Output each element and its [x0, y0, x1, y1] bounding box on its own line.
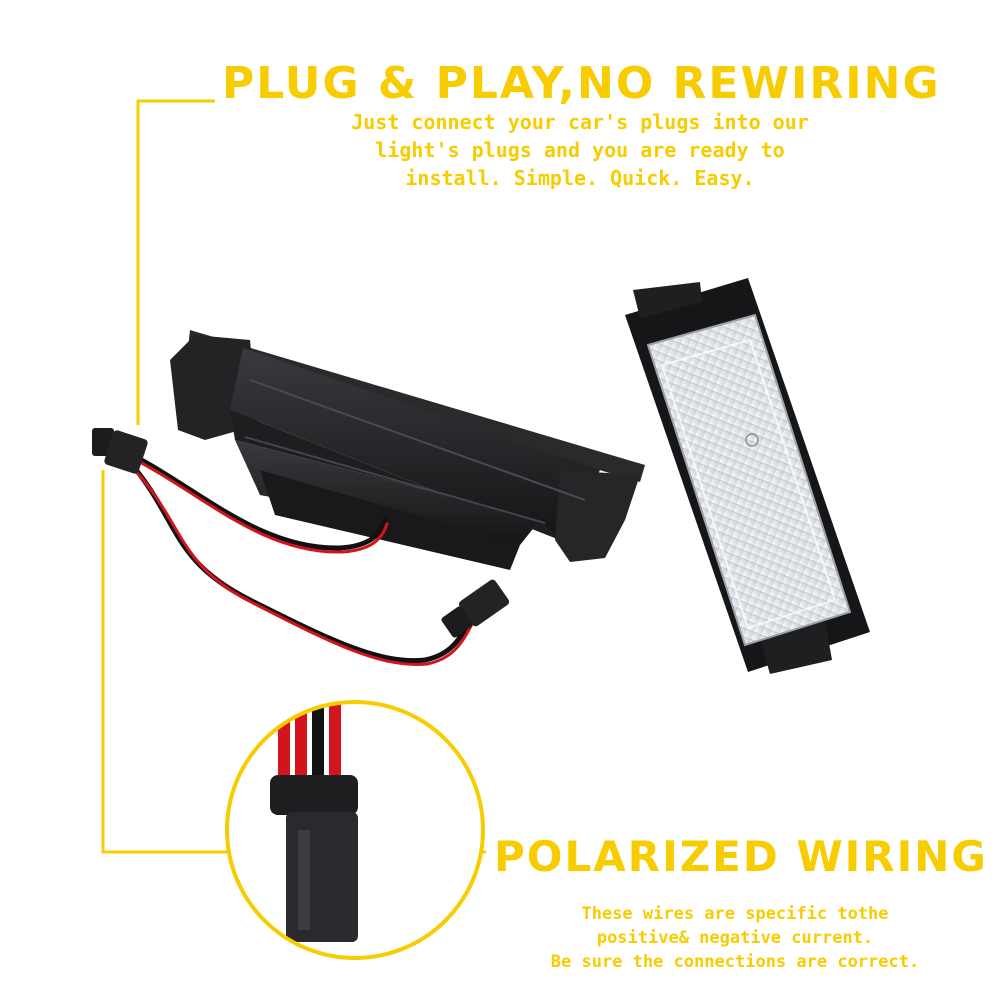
zoom-inset — [225, 700, 485, 960]
description-plug-and-play: Just connect your car's plugs into our l… — [351, 110, 809, 190]
connector-left — [92, 428, 148, 474]
license-plate-light-front — [625, 278, 870, 674]
license-plate-light-side — [170, 330, 645, 570]
callout-line-top — [136, 99, 215, 425]
headline-polarized-wiring: POLARIZED WIRING — [494, 832, 988, 881]
connector-right — [441, 579, 510, 638]
headline-plug-and-play: PLUG & PLAY,NO REWIRING — [222, 58, 941, 109]
description-polarized-wiring: These wires are specific tothe positive&… — [550, 904, 920, 972]
wiring-harness — [125, 452, 474, 666]
